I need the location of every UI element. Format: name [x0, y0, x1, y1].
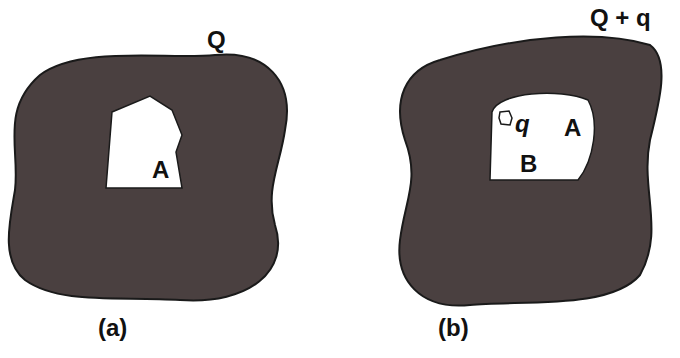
surface-label: B [520, 152, 537, 176]
figure-caption: (a) [98, 316, 127, 340]
conductor-a [9, 54, 287, 300]
figure-caption: (b) [438, 316, 469, 340]
cavity-b [490, 93, 594, 180]
surface-label: A [564, 116, 581, 140]
surface-label: A [152, 158, 169, 182]
point-charge [499, 111, 512, 125]
cavity-a [106, 96, 182, 188]
charge-label: Q + q [590, 6, 651, 30]
conductor-b [399, 37, 661, 306]
charge-label: Q [207, 28, 226, 52]
point-charge-label: q [515, 112, 530, 136]
